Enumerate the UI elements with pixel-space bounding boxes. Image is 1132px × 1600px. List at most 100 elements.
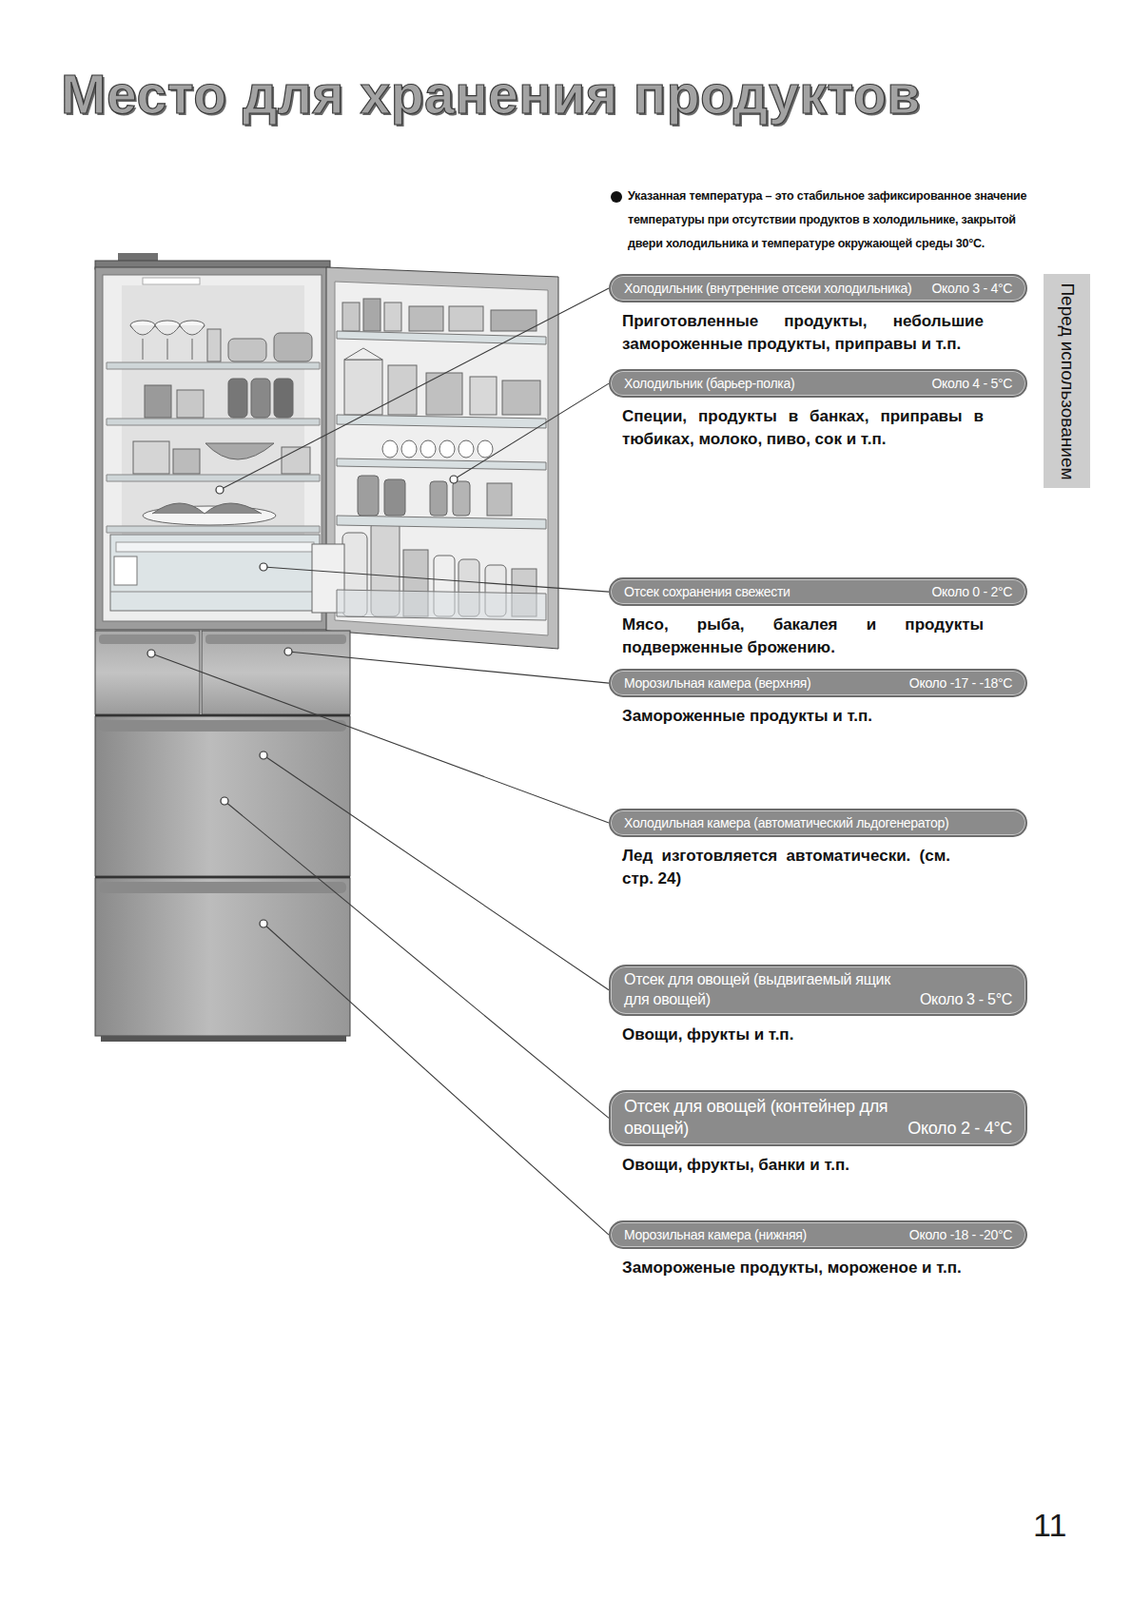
fridge-part — [336, 589, 547, 621]
fridge-part — [487, 483, 512, 516]
fridge-part — [344, 348, 383, 360]
zone-callout: Холодильник (барьер-полка) Около 4 - 5°C С… — [608, 369, 1028, 451]
zone-band: Холодильник (барьер-полка) Около 4 - 5°C — [608, 369, 1028, 398]
leader-dot — [220, 797, 229, 805]
fridge-part — [98, 634, 196, 645]
zone-name: Отсек для овощей (контейнер для овощей) — [624, 1095, 898, 1141]
zone-band: Морозильная камера (верхняя)Около -17 - … — [608, 668, 1028, 698]
leader-line — [453, 383, 609, 480]
fridge-part — [133, 441, 170, 474]
fridge-part — [106, 418, 320, 426]
zone-band: Холодильная камера (автоматический льдог… — [608, 808, 1028, 838]
leader-line — [263, 755, 609, 991]
fridge-part — [173, 448, 200, 474]
fridge-part — [110, 534, 320, 611]
fridge-part — [95, 716, 351, 877]
zone-name: Морозильная камера (верхняя) — [624, 674, 900, 692]
zone-callout: Холодильная камера (автоматический льдог… — [608, 808, 1028, 891]
zone-name: Отсек для овощей (выдвигаемый ящик для о… — [624, 970, 911, 1011]
fridge-part — [409, 306, 444, 332]
zone-description: Замороженые продукты, мороженое и т.п. — [622, 1256, 984, 1280]
zone-temperature: Около 0 - 2°C — [932, 583, 1013, 601]
leader-dot — [147, 649, 156, 658]
zone-callout: Отсек сохранения свежестиОколо 0 - 2°C Мя… — [608, 577, 1028, 660]
note-bullet — [610, 191, 623, 203]
page-title: Место для хранения продуктов — [60, 62, 921, 126]
zone-callout: Холодильник (внутренние отсеки холодильн… — [608, 273, 1028, 356]
fridge-part — [458, 440, 474, 458]
fridge-part — [192, 338, 194, 360]
section-tab: Перед использованием — [1043, 273, 1091, 488]
fridge-part — [357, 475, 379, 516]
zone-description: Овощи, фрукты, банки и т.п. — [622, 1153, 984, 1177]
leader-line — [219, 288, 609, 490]
fridge-part — [426, 372, 463, 415]
fridge-door — [312, 267, 559, 649]
fridge-part — [336, 331, 547, 621]
fridge-part — [155, 325, 180, 335]
fridge-part — [142, 277, 200, 285]
fridge-part — [144, 385, 172, 418]
fridge-part — [114, 556, 137, 586]
tab-text: Перед использованием — [1056, 282, 1078, 480]
zone-name: Холодильник (внутренние отсеки холодильн… — [624, 279, 923, 297]
fridge-part — [344, 359, 383, 415]
fridge-part — [401, 440, 417, 458]
leader-dot — [259, 919, 268, 928]
fridge-part — [281, 447, 311, 474]
leader-dot — [259, 563, 268, 571]
leader-lines — [147, 288, 609, 1235]
fridge-part — [116, 542, 314, 552]
zone-band: Отсек для овощей (контейнер для овощей) О… — [608, 1090, 1028, 1147]
fridge-body — [95, 253, 331, 630]
fridge-part — [106, 526, 320, 533]
fridge-part — [336, 458, 547, 470]
fridge-part — [100, 1035, 347, 1042]
fridge-part — [336, 515, 547, 529]
fridge-part — [179, 325, 205, 335]
fridge-part — [448, 306, 484, 332]
fridge-part — [334, 281, 548, 636]
freezer-drawers — [95, 630, 351, 1042]
zone-temperature: Около 4 - 5°C — [932, 374, 1013, 392]
zone-band: Морозильная камера (нижняя)Около -18 - -… — [608, 1220, 1028, 1250]
fridge-part — [326, 267, 559, 649]
fridge-part — [152, 503, 262, 514]
leader-line — [288, 651, 609, 684]
zone-description: Специи, продукты в банках, приправы в тю… — [622, 405, 984, 451]
fridge-part — [312, 298, 541, 617]
zone-temperature: Около 2 - 4°C — [907, 1117, 1013, 1140]
fridge-part — [98, 720, 347, 732]
leader-dot — [449, 475, 458, 484]
zone-band: Отсек для овощей (выдвигаемый ящик для о… — [608, 964, 1028, 1016]
leader-line — [263, 566, 609, 592]
fridge-part — [110, 591, 320, 593]
fridge-part — [469, 376, 497, 415]
fridge-part — [205, 443, 274, 460]
fridge-part — [342, 302, 360, 332]
zone-band: Отсек сохранения свежестиОколо 0 - 2°C — [608, 577, 1028, 606]
fridge-part — [95, 878, 351, 1036]
shelf-food — [130, 320, 313, 526]
page-number: 11 — [1033, 1506, 1067, 1544]
shelves — [106, 362, 320, 533]
zone-callout: Отсек для овощей (выдвигаемый ящик для о… — [608, 964, 1028, 1046]
fridge-part — [201, 630, 351, 715]
fridge-part — [273, 332, 313, 362]
fridge-part — [477, 440, 493, 458]
fridge-part — [452, 481, 470, 516]
fridge-part — [420, 440, 436, 458]
fridge-part — [95, 630, 200, 715]
zone-description: Мясо, рыба, бакалея и продукты подвержен… — [622, 613, 984, 660]
fridge-part — [490, 310, 537, 332]
fridge-part — [95, 714, 351, 717]
leader-dot — [215, 486, 224, 494]
zone-description: Замороженные продукты и т.п. — [622, 704, 984, 728]
zone-name: Холодильник (барьер-полка) — [624, 374, 923, 392]
fridge-part — [205, 634, 347, 645]
leader-line — [151, 653, 609, 823]
zone-description: Овощи, фрукты и т.п. — [622, 1023, 984, 1047]
temperature-note: Указанная температура – это стабильное з… — [627, 184, 1035, 256]
fridge-part — [106, 474, 320, 482]
fridge-part — [502, 380, 541, 415]
